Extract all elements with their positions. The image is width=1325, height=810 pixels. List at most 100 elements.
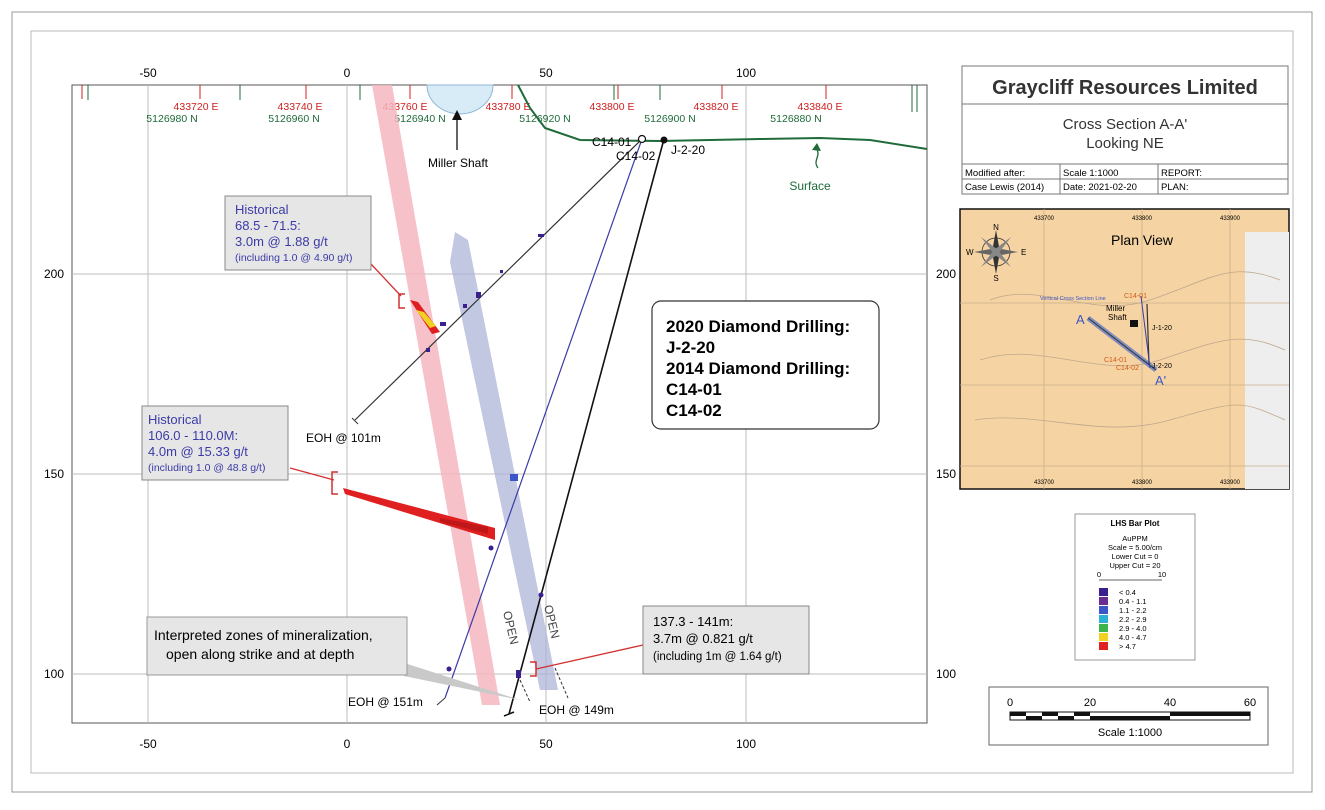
report-label: REPORT: [1161,168,1202,179]
modified-after-value: Case Lewis (2014) [965,182,1044,193]
title-block-frame [961,65,1289,195]
legend-swatch [1099,588,1108,596]
section-panel: -50 0 50 100 -50 0 50 100 200 150 100 20… [44,66,956,751]
northing-label: 5126960 N [268,113,319,125]
drill-trace-c14-02 [444,138,643,699]
eoh-tick [503,711,515,717]
legend-scale: Scale = 5.00/cm [1108,543,1162,552]
plan-j-2-20: J-2-20 [1152,363,1172,370]
y-tick-right-100: 100 [936,667,956,681]
easting-label: 433780 E [486,101,531,113]
modified-after-label: Modified after: [965,168,1025,179]
scale-tick-label: 40 [1164,697,1176,709]
callout-historical-1: Historical 68.5 - 71.5: 3.0m @ 1.88 g/t … [224,195,372,271]
assay-bar [516,670,521,678]
plan-view-gap [1245,232,1289,489]
callout-box [224,195,372,271]
plan-c14-02: C14-02 [1116,365,1139,372]
y-tick-right-150: 150 [936,467,956,481]
pink-mineralized-zone [372,85,500,705]
x-tick-top-0: 0 [344,66,351,80]
northing-label: 5126980 N [146,113,197,125]
x-tick-bottom-0: 0 [344,737,351,751]
callout-historical-2: Historical 106.0 - 110.0M: 4.0m @ 15.33 … [141,405,289,481]
legend-item-label: > 4.7 [1119,642,1136,651]
drill-trace-c14-01 [354,138,643,421]
leader-interpreted [395,660,520,700]
plan-j-1-20: J-1-20 [1152,325,1172,332]
bracket-historical-1 [398,293,405,309]
callout-interval: 68.5 - 71.5: [235,218,301,233]
callout-box [642,605,810,675]
company-name: Graycliff Resources Limited [992,77,1258,99]
legend-swatch [1099,633,1108,641]
leader-recent [535,644,644,670]
bracket-historical-2 [331,471,338,495]
plan-top-label: 433700 [1034,216,1055,222]
summary-line: 2014 Diamond Drilling: [666,359,850,378]
easting-label: 433840 E [798,101,843,113]
miller-label: Miller [1106,304,1125,313]
callout-interval: 106.0 - 110.0M: [148,428,238,443]
a-label: A [1076,312,1085,327]
callout-grade: 4.0m @ 15.33 g/t [148,444,248,459]
callout-title: Historical [235,202,289,217]
scale-tick-label: 20 [1084,697,1096,709]
miller-shaft-label: Miller Shaft [428,156,489,170]
northing-label: 5126940 N [394,113,445,125]
assay-point [446,666,452,672]
summary-line: 2020 Diamond Drilling: [666,317,850,336]
intercept-c14-01-yellow [416,310,436,328]
scale-bar: 0 20 40 60 Scale 1:1000 [988,686,1269,746]
easting-label: 433820 E [694,101,739,113]
miller-shaft-icon [1130,320,1138,327]
legend-swatch [1099,642,1108,650]
plan-bottom-label: 433900 [1220,480,1241,486]
plan-top-label: 433800 [1132,216,1153,222]
collar-j-2-20 [660,136,668,144]
compass-rose-icon: N S E W [966,223,1026,283]
summary-line: J-2-20 [666,338,715,357]
x-tick-top-100: 100 [736,66,756,80]
intercept-historical-2 [343,488,495,540]
title-block: Graycliff Resources Limited Cross Sectio… [961,65,1289,195]
plan-top-label: 433900 [1220,216,1241,222]
leader-historical-2 [289,467,335,481]
blue-mineralized-zone [450,232,558,690]
callout-including: (including 1m @ 1.64 g/t) [653,651,782,663]
summary-box [651,300,880,430]
plan-c14-01b: C14-01 [1104,357,1127,364]
callout-grade: 3.0m @ 1.88 g/t [235,234,328,249]
easting-label: 433720 E [174,101,219,113]
plan-grid [960,209,1289,489]
callout-recent: 137.3 - 141m: 3.7m @ 0.821 g/t (includin… [642,605,810,675]
callout-title: Historical [148,412,202,427]
y-tick-right-200: 200 [936,267,956,281]
hole-trace [1140,295,1151,369]
arrow-head-icon [452,110,462,120]
legend-upper: Upper Cut = 20 [1109,561,1160,570]
legend-item-label: 2.2 - 2.9 [1119,615,1147,624]
x-tick-top-50: 50 [539,66,553,80]
surface-line [517,84,928,150]
callout-including: (including 1.0 @ 4.90 g/t) [235,252,352,264]
callout-interval: 137.3 - 141m: [653,614,733,629]
callout-interpreted: Interpreted zones of mineralization, ope… [146,616,408,676]
assay-point [488,545,494,551]
open-extension [554,667,569,699]
collar-label-c14-02: C14-02 [616,149,656,163]
legend-item-label: 0.4 - 1.1 [1119,597,1147,606]
miller-shaft-void [426,84,494,115]
drilling-summary-box: 2020 Diamond Drilling: J-2-20 2014 Diamo… [651,300,880,430]
legend-swatch [1099,615,1108,623]
eoh-tick [351,417,359,425]
scale-label: Scale 1:1000 [1063,168,1118,179]
legend-item-label: < 0.4 [1119,588,1136,597]
plan-view-title: Plan View [1111,232,1174,248]
legend-swatch [1099,597,1108,605]
legend-item-label: 2.9 - 4.0 [1119,624,1147,633]
svg-text:N: N [993,223,999,232]
surface-label: Surface [789,179,831,193]
easting-label: 433800 E [590,101,635,113]
